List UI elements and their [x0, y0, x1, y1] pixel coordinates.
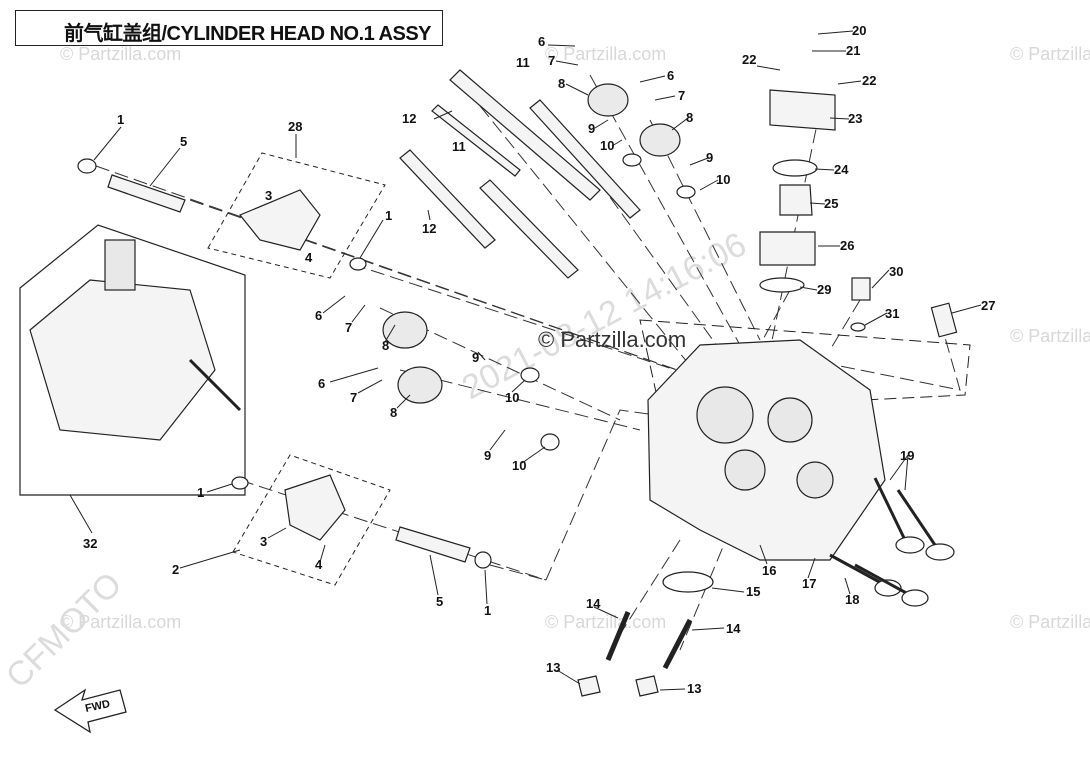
callout-label: 17	[802, 576, 816, 591]
rocker-subassembly-frame	[19, 224, 246, 496]
callout-label: 7	[678, 88, 685, 103]
callout-label: 9	[588, 121, 595, 136]
callout-label: 26	[840, 238, 854, 253]
callout-label: 15	[746, 584, 760, 599]
callout-label: 6	[318, 376, 325, 391]
callout-label: 8	[390, 405, 397, 420]
rocker-shaft	[107, 174, 186, 213]
head-bolt	[479, 179, 579, 279]
callout-label: 3	[260, 534, 267, 549]
callout-label: 21	[846, 43, 860, 58]
watermark-text: © Partzilla.com	[60, 44, 181, 64]
head-bolt	[449, 69, 601, 201]
callout-label: 11	[516, 55, 530, 70]
callout-label: 27	[981, 298, 995, 313]
center-watermark: © Partzilla.com	[538, 327, 686, 352]
sub-assembly-frames	[19, 152, 971, 586]
head-bolt	[529, 99, 641, 219]
callout-label: 3	[265, 188, 272, 203]
callout-label: 28	[288, 119, 302, 134]
head-bolt	[399, 149, 496, 249]
callout-label: 2	[172, 562, 179, 577]
thermostat-housing	[759, 231, 816, 266]
callout-label: 25	[824, 196, 838, 211]
callout-label: 22	[742, 52, 756, 67]
callout-label: 7	[345, 320, 352, 335]
callout-label: 1	[197, 485, 204, 500]
watermark-text: © Partzilla.com	[1010, 326, 1090, 346]
parts	[29, 69, 958, 697]
head-bolt	[431, 104, 521, 177]
callout-label: 29	[817, 282, 831, 297]
callout-label: 30	[889, 264, 903, 279]
callout-label: 23	[848, 111, 862, 126]
callout-label: 6	[667, 68, 674, 83]
callout-label: 14	[726, 621, 741, 636]
title-box: 前气缸盖组/CYLINDER HEAD NO.1 ASSY	[15, 10, 443, 46]
thermostat-cover	[769, 89, 836, 131]
callout-label: 18	[845, 592, 859, 607]
rocker-arm-frame-bottom	[232, 454, 391, 586]
callout-label: 12	[402, 111, 416, 126]
callout-label: 20	[852, 23, 866, 38]
cylinder-head	[647, 339, 886, 561]
rocker-housing	[29, 279, 216, 441]
callout-label: 16	[762, 563, 776, 578]
callout-label: 5	[436, 594, 443, 609]
callout-label: 24	[834, 162, 849, 177]
callout-label: 1	[117, 112, 124, 127]
callout-label: 1	[385, 208, 392, 223]
watermark-text: © Partzilla.com	[1010, 612, 1090, 632]
callout-label: 10	[512, 458, 526, 473]
callout-label: 7	[548, 53, 555, 68]
watermark-text: © Partzilla.com	[545, 44, 666, 64]
rocker-shaft	[395, 526, 471, 563]
callout-label: 10	[600, 138, 614, 153]
callout-label: 8	[558, 76, 565, 91]
callout-label: 9	[706, 150, 713, 165]
callout-label: 4	[305, 250, 313, 265]
callout-label: 12	[422, 221, 436, 236]
callout-label: 8	[382, 338, 389, 353]
callout-label: 1	[484, 603, 491, 618]
watermark-text: © Partzilla.com	[545, 612, 666, 632]
callout-labels: 1 5 28 3 4 1 6 7 8 6 7 8 9 10 9 10 11 12…	[83, 23, 995, 696]
callout-label: 6	[315, 308, 322, 323]
callout-label: 9	[484, 448, 491, 463]
callout-label: 32	[83, 536, 97, 551]
callout-label: 9	[472, 350, 479, 365]
callout-label: 8	[686, 110, 693, 125]
callout-label: 10	[716, 172, 730, 187]
callout-label: 19	[900, 448, 914, 463]
callout-label: 4	[315, 557, 323, 572]
callout-label: 11	[452, 139, 466, 154]
callout-label: 13	[546, 660, 560, 675]
diagram-title: 前气缸盖组/CYLINDER HEAD NO.1 ASSY	[64, 23, 432, 45]
callout-label: 10	[505, 390, 519, 405]
rocker-arm-frame-top	[207, 152, 386, 279]
callout-label: 5	[180, 134, 187, 149]
callout-label: 14	[586, 596, 601, 611]
callout-label: 7	[350, 390, 357, 405]
callout-label: 6	[538, 34, 545, 49]
fwd-arrow: FWD	[53, 688, 127, 734]
watermark-text: © Partzilla.com	[60, 612, 181, 632]
leader-lines	[69, 30, 982, 691]
callout-label: 13	[687, 681, 701, 696]
fwd-label: FWD	[84, 698, 111, 715]
watermark-text: © Partzilla.com	[1010, 44, 1090, 64]
callout-label: 22	[862, 73, 876, 88]
callout-label: 31	[885, 306, 899, 321]
